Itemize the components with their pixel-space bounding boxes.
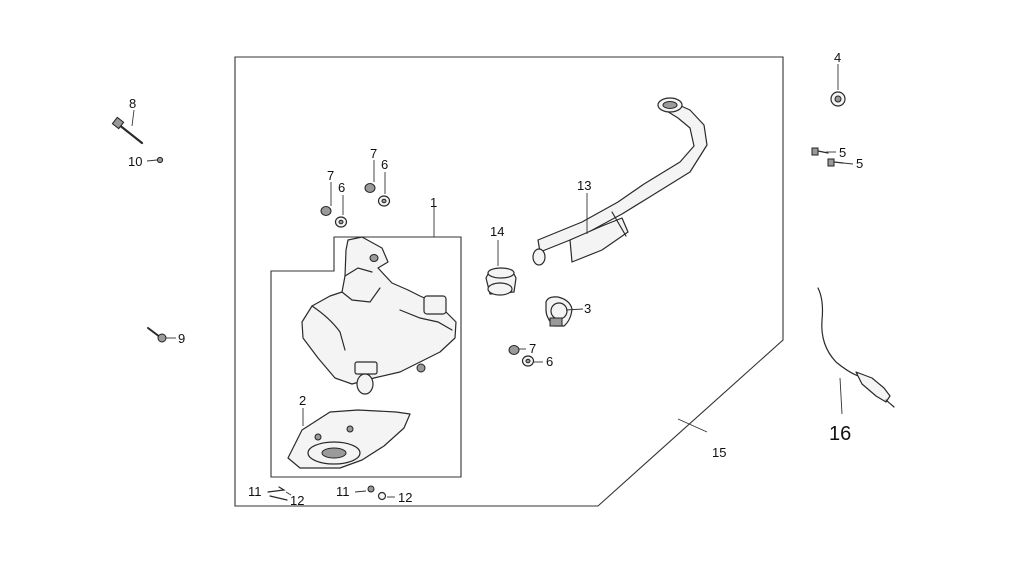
screw-washer-set-bottom-middle <box>367 485 387 501</box>
callout-label: 7 <box>327 168 334 183</box>
callout-label: 7 <box>370 146 377 161</box>
callout-label: 16 <box>829 423 851 445</box>
callout-label: 15 <box>712 445 726 460</box>
callout-label: 5 <box>839 145 846 160</box>
leader-lines <box>131 64 854 498</box>
nut-washer-set-lower <box>508 345 535 367</box>
callout-label: 5 <box>856 156 863 171</box>
callout-label: 13 <box>577 178 591 193</box>
callout-label: 10 <box>128 154 142 169</box>
assembly-15-outline <box>234 56 784 507</box>
oxygen-sensor-part-16 <box>817 287 895 408</box>
callout-label: 8 <box>129 96 136 111</box>
screw-washer-set-bottom-left <box>267 486 288 501</box>
callout-label: 6 <box>381 157 388 172</box>
exhaust-pipe-part-13 <box>532 97 708 266</box>
nut-part-10 <box>156 156 164 164</box>
callout-label: 11 <box>248 484 262 499</box>
muffler-part-1 <box>301 236 457 395</box>
callout-label: 7 <box>529 341 536 356</box>
nut-washer-set-upper-left <box>320 206 348 228</box>
callout-label: 14 <box>490 224 504 239</box>
bolt-part-8 <box>111 116 144 145</box>
washer-part-4 <box>830 91 846 107</box>
callout-label: 3 <box>584 301 591 316</box>
callout-label: 12 <box>398 490 412 505</box>
bolt-part-5-lower <box>827 158 844 167</box>
callout-label: 9 <box>178 331 185 346</box>
callout-label: 12 <box>290 493 304 508</box>
callout-label: 6 <box>338 180 345 195</box>
callout-label: 2 <box>299 393 306 408</box>
nut-washer-set-upper-right <box>364 183 391 207</box>
gasket-sleeve-part-14 <box>485 267 517 296</box>
heat-shield-part-2 <box>287 409 411 469</box>
bolt-part-9 <box>147 327 167 343</box>
assembly-1-outline <box>270 236 462 478</box>
callout-label: 1 <box>430 195 437 210</box>
callout-label: 11 <box>336 484 350 499</box>
bolt-part-5-upper <box>811 147 829 156</box>
callout-label: 6 <box>546 354 553 369</box>
callout-label: 4 <box>834 50 841 65</box>
clamp-part-3 <box>545 296 573 327</box>
